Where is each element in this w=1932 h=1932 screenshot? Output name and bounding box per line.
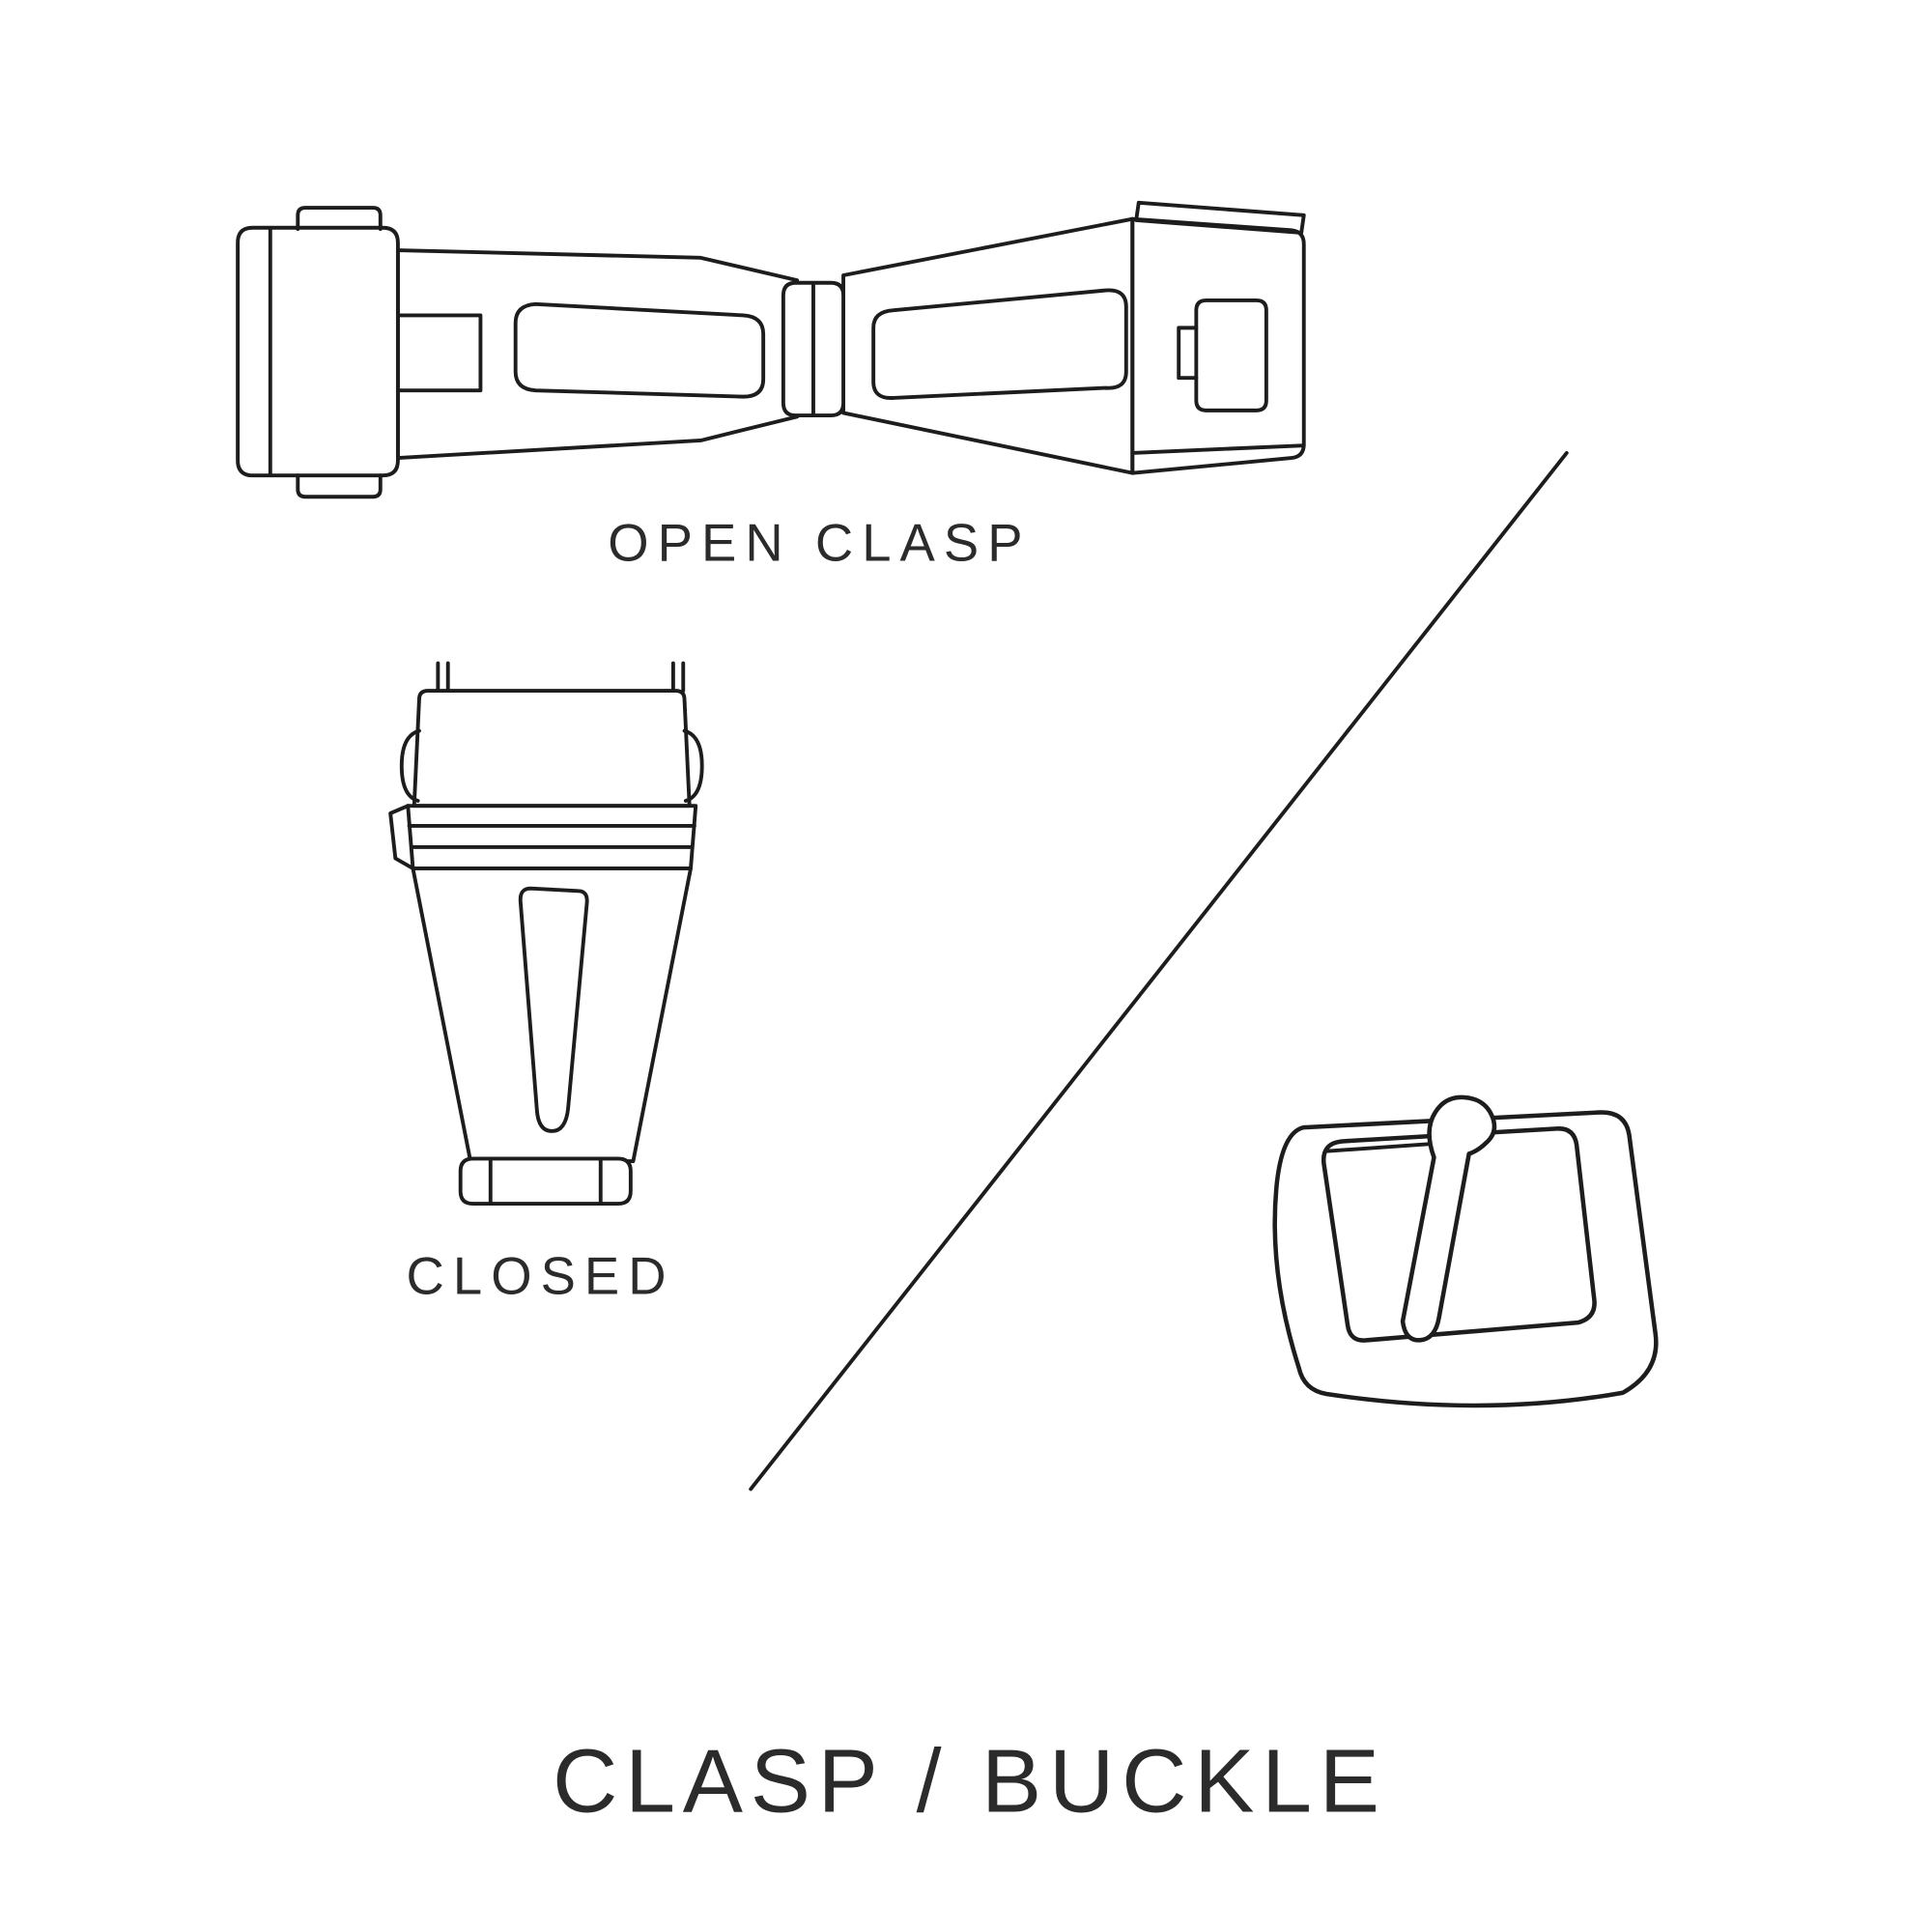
bottom-bar-end-lines (488, 1156, 603, 1207)
right-end-top-bar (1134, 200, 1306, 235)
tang-buckle-illustration (1272, 1094, 1659, 1408)
left-arm-inner-outline (513, 301, 766, 399)
diagram-title: CLASP / BUCKLE (553, 1731, 1387, 1832)
top-block (412, 689, 692, 809)
closed-label: CLOSED (407, 1246, 675, 1305)
left-endlink-top-tab (296, 206, 383, 231)
right-ear (682, 728, 704, 803)
right-prong (670, 661, 686, 693)
open-clasp-illustration (236, 200, 1306, 499)
band-outline (406, 804, 698, 870)
left-endlink-outline (236, 225, 400, 478)
closed-clasp-illustration (388, 661, 704, 1207)
left-prong (436, 661, 450, 693)
right-end-hook (1177, 326, 1199, 381)
right-end-outline (1130, 216, 1306, 475)
left-arm-notch (395, 313, 483, 393)
diagonal-divider-line (749, 450, 1569, 1492)
buckle-tongue (1400, 1094, 1497, 1343)
buckle-frame-inner (1321, 1126, 1597, 1343)
left-arm-outline (395, 248, 800, 461)
right-end-slot (1194, 298, 1268, 412)
bottom-bar (458, 1156, 633, 1207)
left-ear (399, 728, 421, 803)
buckle-frame-outer (1272, 1110, 1659, 1408)
left-endlink-bottom-tab (296, 473, 383, 499)
right-arm-inner-outline (871, 288, 1128, 400)
open-clasp-label: OPEN CLASP (608, 513, 1031, 572)
right-end-bottom-line (1130, 443, 1306, 455)
left-flap (388, 804, 415, 870)
body-outline (411, 867, 693, 1164)
right-arm-outline (841, 216, 1135, 475)
body-slot (518, 886, 589, 1133)
buckle-pin-bar (1324, 1141, 1436, 1153)
